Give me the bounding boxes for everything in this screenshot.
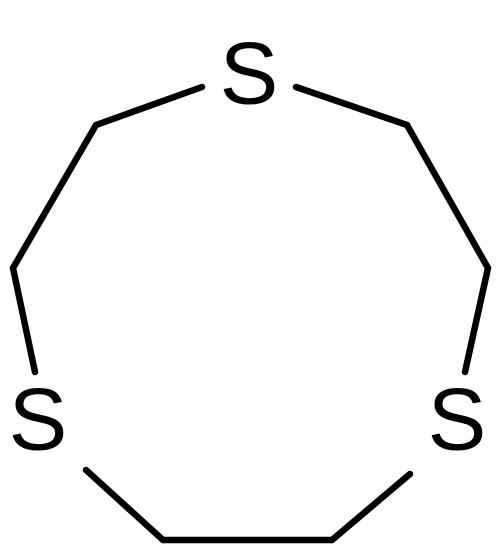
- sulfur-atom-top: S: [220, 23, 279, 122]
- bond-s3-c5: [461, 264, 492, 376]
- ring-bonds: [9, 83, 492, 544]
- atom-labels: S S S: [9, 23, 487, 468]
- sulfur-atom-left: S: [9, 369, 68, 468]
- sulfur-atom-right: S: [428, 369, 487, 468]
- bond-c1-c2: [9, 121, 100, 272]
- bond-s1-c1: [92, 83, 206, 129]
- bond-c2-s2: [9, 264, 39, 376]
- bond-c4-s3: [328, 470, 414, 544]
- bond-c6-s1: [292, 83, 411, 129]
- bond-s2-c3: [82, 466, 167, 544]
- bond-c5-c6: [403, 121, 492, 272]
